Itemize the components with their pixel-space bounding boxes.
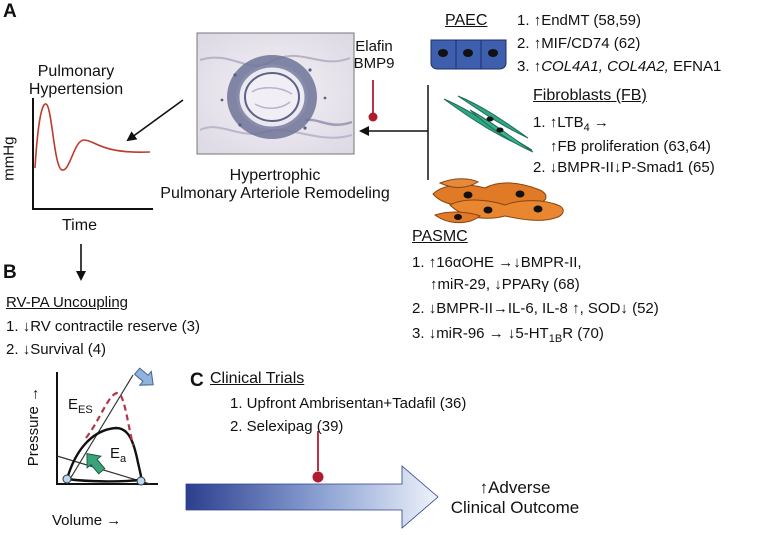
ees-dashed-curve — [85, 391, 135, 446]
ea-up-arrow — [86, 452, 106, 475]
arrow-remodeling-to-ph — [126, 99, 184, 142]
trials-title: Clinical Trials — [210, 370, 305, 387]
ph-y-label: mmHg — [0, 136, 18, 181]
rvpa-item-1: 1. ↓RV contractile reserve (3) — [6, 318, 200, 335]
trials-item-1: 1. Upfront Ambrisentan+Tadafil (36) — [230, 395, 467, 412]
panel-label-b: B — [3, 262, 17, 283]
paec-item-3: 3. ↑COL4A1, COL4A2, EFNA1 — [517, 58, 722, 75]
pasmc-cells — [432, 178, 564, 224]
ea-label: Ea — [110, 445, 127, 465]
outcome-arrow — [185, 465, 439, 529]
fb-title: Fibroblasts (FB) — [533, 87, 647, 104]
outcome-text: ↑Adverse Clinical Outcome — [450, 478, 580, 517]
ph-pressure-curve — [34, 103, 151, 171]
ph-x-label: Time — [62, 217, 97, 234]
inhibitor-label: Elafin BMP9 — [353, 38, 395, 73]
inhibitor-clinical-trials — [312, 431, 324, 483]
pv-y-label: Pressure → — [24, 387, 42, 467]
inhibitor-elafin-bmp9 — [368, 80, 378, 122]
pv-point-edv — [136, 476, 146, 486]
ees-line — [66, 374, 134, 485]
histology-image — [196, 32, 355, 155]
ph-plot — [32, 98, 153, 210]
fb-item-2: 2. ↓BMPR-II↓P-Smad1 (65) — [533, 159, 715, 176]
histology-caption: Hypertrophic Pulmonary Arteriole Remodel… — [160, 167, 390, 203]
pv-point-esp — [62, 474, 72, 484]
ees-label: EES — [68, 396, 93, 416]
pasmc-item-2: 2. ↓BMPR-II→IL-6, IL-8 ↑, SOD↓ (52) — [412, 300, 659, 317]
arteriole-wall — [227, 55, 317, 139]
fibroblast-cells — [443, 95, 534, 153]
pasmc-title: PASMC — [412, 228, 468, 245]
pv-x-label: Volume → — [52, 512, 122, 529]
paec-item-2: 2. ↑MIF/CD74 (62) — [517, 35, 641, 52]
trials-item-2: 2. Selexipag (39) — [230, 418, 344, 435]
rvpa-item-2: 2. ↓Survival (4) — [6, 341, 107, 358]
paec-item-1: 1. ↑EndMT (58,59) — [517, 12, 641, 29]
pasmc-item-3: 3. ↓miR-96 → ↓5-HT1BR (70) — [412, 325, 604, 345]
panel-label-a: A — [3, 1, 17, 22]
paec-cells — [430, 39, 507, 70]
ph-title: Pulmonary Hypertension — [28, 63, 124, 99]
rvpa-title: RV-PA Uncoupling — [6, 294, 129, 311]
pasmc-item-1: 1. ↑16αOHE →↓BMPR-II, ↑miR-29, ↓PPARγ (6… — [412, 254, 582, 293]
pv-loop — [65, 426, 143, 483]
fb-item-1: 1. ↑LTB4 → ↑FB proliferation (63,64) — [533, 114, 711, 156]
panel-label-c: C — [190, 370, 204, 391]
pv-loop-diagram — [56, 367, 158, 486]
arteriole-lumen — [244, 72, 300, 122]
ees-callout-arrow — [133, 367, 154, 386]
paec-title: PAEC — [445, 12, 488, 29]
